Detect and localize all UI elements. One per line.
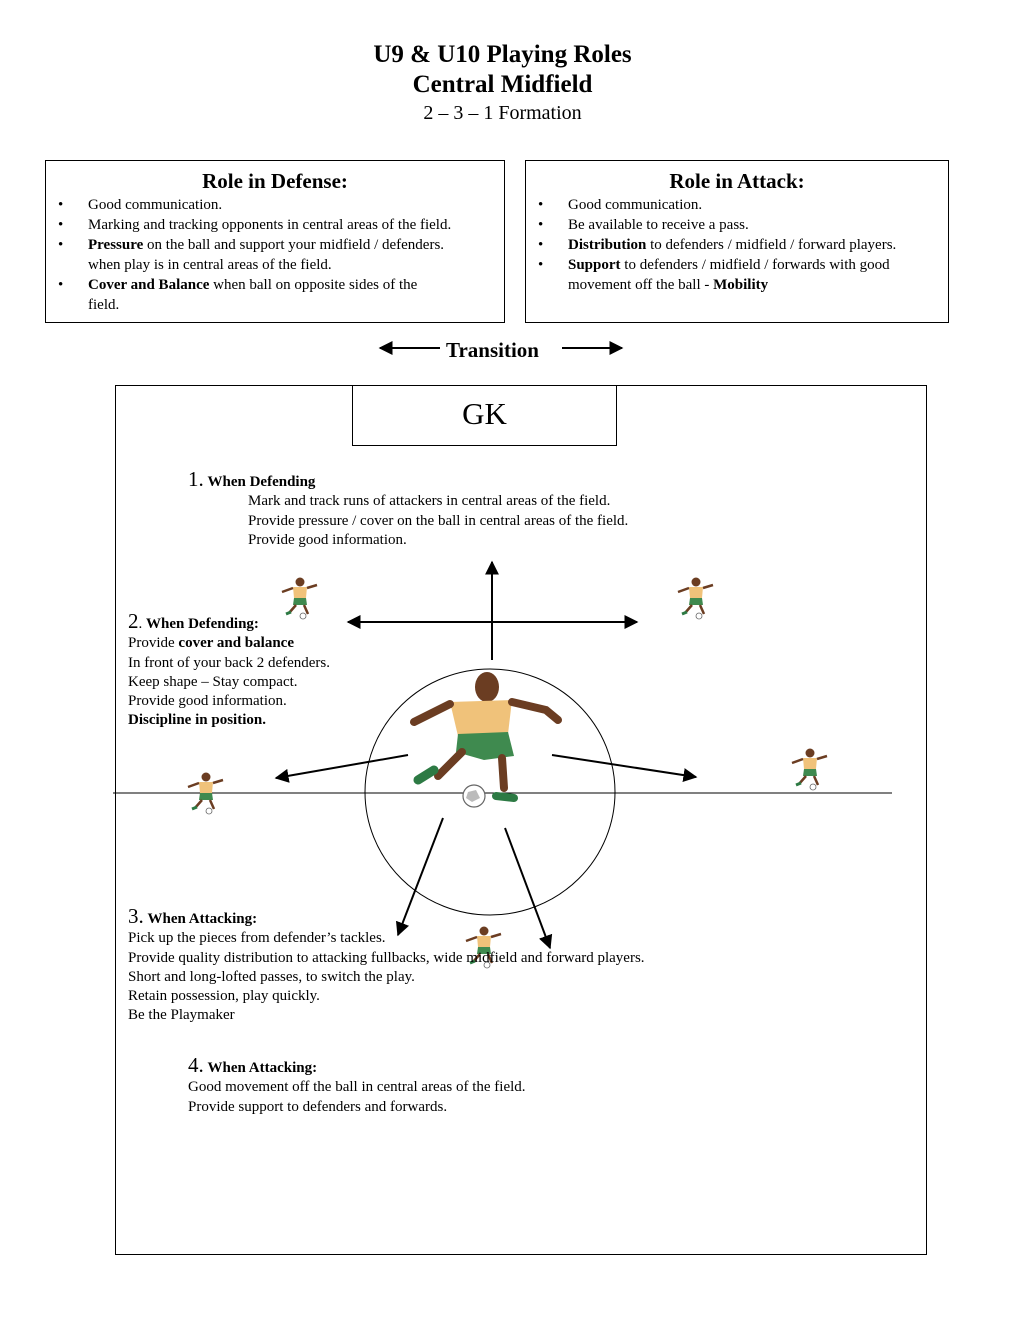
note-number: 2 <box>128 609 139 633</box>
note-number: 3. <box>128 904 144 928</box>
bullet-icon: • <box>58 237 64 253</box>
attack-role-box: Role in Attack: •Good communication. •Be… <box>525 160 949 323</box>
note-when-attacking-4: 4. When Attacking: Good movement off the… <box>188 1053 526 1115</box>
note-number: 4. <box>188 1053 204 1077</box>
position-title: Central Midfield <box>412 71 593 98</box>
defense-list: •Good communication. •Marking and tracki… <box>46 195 504 315</box>
list-item: •Support to defenders / midfield / forwa… <box>538 257 890 293</box>
attack-heading: Role in Attack: <box>669 169 805 193</box>
arrow-to-back-right <box>504 827 553 950</box>
bullet-icon: • <box>538 217 544 233</box>
title-block: U9 & U10 Playing Roles Central Midfield … <box>0 40 1005 126</box>
bullet-icon: • <box>538 197 544 213</box>
page-title: U9 & U10 Playing Roles <box>373 41 632 68</box>
note-heading: When Defending: <box>146 616 259 632</box>
list-item: •Pressure on the ball and support your m… <box>58 237 445 273</box>
note-heading: When Defending <box>207 474 316 490</box>
arrow-to-back-left <box>395 817 444 937</box>
note-heading: When Attacking: <box>147 911 258 927</box>
defense-heading: Role in Defense: <box>202 169 348 193</box>
formation-subtitle: 2 – 3 – 1 Formation <box>423 102 582 124</box>
player-icon <box>676 576 715 621</box>
list-item: •Good communication. <box>538 197 703 213</box>
list-item: •Distribution to defenders / midfield / … <box>538 237 897 253</box>
note-when-defending-2: 2. When Defending: Provide cover and bal… <box>128 609 331 729</box>
list-item: •Cover and Balance when ball on opposite… <box>58 277 418 313</box>
bullet-icon: • <box>58 277 64 293</box>
arrow-to-left-wide <box>274 754 409 783</box>
bullet-icon: • <box>58 217 64 233</box>
note-number: 1. <box>188 467 204 491</box>
bullet-icon: • <box>538 257 544 273</box>
attack-list: •Good communication. •Be available to re… <box>526 195 948 295</box>
goalkeeper-box: GK <box>352 385 617 446</box>
center-circle <box>364 668 616 916</box>
player-icon <box>790 747 829 792</box>
defense-role-box: Role in Defense: •Good communication. •M… <box>45 160 505 323</box>
note-heading: When Attacking: <box>207 1060 318 1076</box>
arrow-to-right-wide <box>551 754 698 783</box>
list-item: •Good communication. <box>58 197 223 213</box>
note-when-attacking-3: 3. When Attacking: Pick up the pieces fr… <box>128 904 645 1024</box>
list-item: •Marking and tracking opponents in centr… <box>58 217 452 233</box>
note-when-defending-1: 1. When Defending Mark and track runs of… <box>188 467 629 548</box>
transition-label: Transition <box>446 338 539 362</box>
list-item: •Be available to receive a pass. <box>538 217 749 233</box>
bullet-icon: • <box>538 237 544 253</box>
central-midfielder-icon <box>410 672 562 808</box>
bullet-icon: • <box>58 197 64 213</box>
